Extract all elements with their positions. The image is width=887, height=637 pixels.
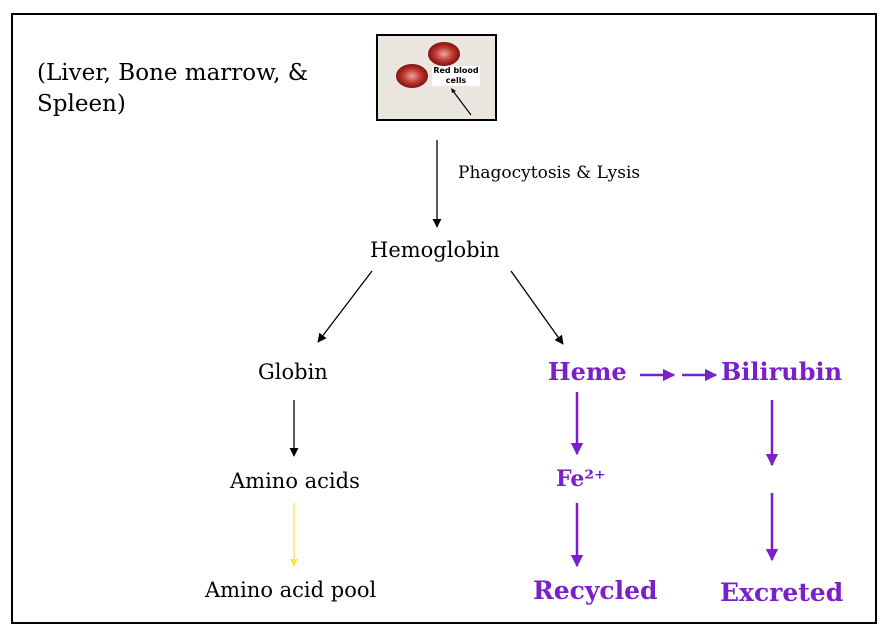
node-amino-acid-pool: Amino acid pool xyxy=(205,580,376,601)
node-hemoglobin: Hemoglobin xyxy=(370,240,500,261)
node-recycled: Recycled xyxy=(533,578,658,603)
node-iron: Fe²⁺ xyxy=(556,468,606,490)
node-bilirubin: Bilirubin xyxy=(721,360,842,384)
node-heme: Heme xyxy=(548,360,627,384)
arrow-hemoglobin-to-globin xyxy=(318,271,372,342)
node-amino-acids: Amino acids xyxy=(230,471,360,492)
step-label-phagocytosis: Phagocytosis & Lysis xyxy=(458,165,640,182)
arrow-hemoglobin-to-heme xyxy=(511,271,563,344)
node-globin: Globin xyxy=(258,362,328,383)
node-excreted: Excreted xyxy=(720,580,843,605)
